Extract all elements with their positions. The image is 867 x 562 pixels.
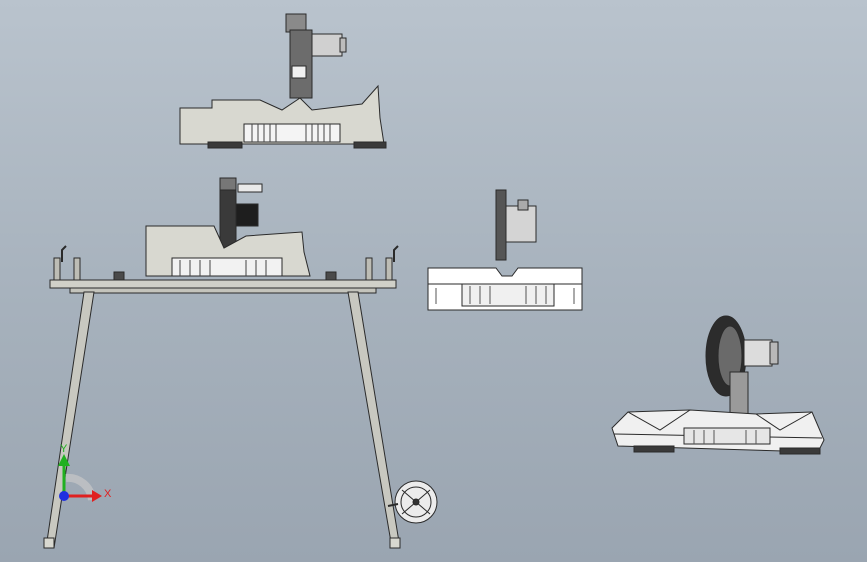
saw-foot-right <box>353 141 387 149</box>
stand-leg-right <box>347 291 401 549</box>
saw-view-side[interactable] <box>427 189 583 311</box>
iso-foot-right <box>779 447 821 455</box>
stand-saw-head-top <box>219 177 237 191</box>
saw-motor-cap <box>339 37 347 53</box>
side-base-center <box>461 283 555 307</box>
stand-clamp-right <box>325 271 337 281</box>
iso-base-facet-2 <box>755 411 813 431</box>
triad-z-axis <box>59 491 69 501</box>
stand-hook-right <box>393 245 399 262</box>
saw-head-column <box>289 29 313 99</box>
stand-hook-left <box>61 245 67 262</box>
saw-head-detail <box>291 65 307 79</box>
saw-motor <box>311 33 343 57</box>
stand-leg-right-foot <box>389 537 401 549</box>
stand-turntable-ribs <box>179 260 267 276</box>
side-head-cap <box>517 199 529 211</box>
iso-arm <box>729 371 749 415</box>
stand-support-right-2 <box>385 257 393 281</box>
side-head-column <box>495 189 507 261</box>
stand-support-left-2 <box>73 257 81 281</box>
triad-y-arrow <box>58 454 70 466</box>
saw-turntable <box>243 123 341 143</box>
iso-motor-cap <box>769 341 779 365</box>
saw-view-top-left[interactable] <box>179 13 387 149</box>
stand-clamp-left <box>113 271 125 281</box>
triad-y-label: Y <box>60 443 68 455</box>
stand-saw-motor <box>235 203 259 227</box>
iso-turntable <box>683 427 771 445</box>
saw-view-isometric[interactable] <box>611 315 825 455</box>
coordinate-triad: X Y <box>58 443 112 502</box>
stand-wheel <box>387 480 438 524</box>
stand-lower-rail <box>69 287 377 294</box>
turntable-ribs <box>251 124 331 142</box>
triad-x-arrow <box>92 490 102 502</box>
stand-support-right <box>365 257 373 281</box>
triad-x-label: X <box>104 488 112 500</box>
iso-motor <box>743 339 773 367</box>
stand-support-left <box>53 257 61 281</box>
iso-foot-left <box>633 445 675 453</box>
iso-base-facet-1 <box>627 409 691 431</box>
stand-leg-left <box>45 291 95 549</box>
iso-turntable-ribs <box>693 430 757 444</box>
stand-saw-handle <box>237 183 263 193</box>
saw-head-housing <box>285 13 307 33</box>
saw-on-stand-front-view[interactable] <box>43 177 438 549</box>
stand-top-rail <box>49 279 397 289</box>
side-base-ribs <box>435 286 575 304</box>
stand-leg-left-foot <box>43 537 55 549</box>
side-head-motor <box>505 205 537 243</box>
saw-foot-left <box>207 141 243 149</box>
